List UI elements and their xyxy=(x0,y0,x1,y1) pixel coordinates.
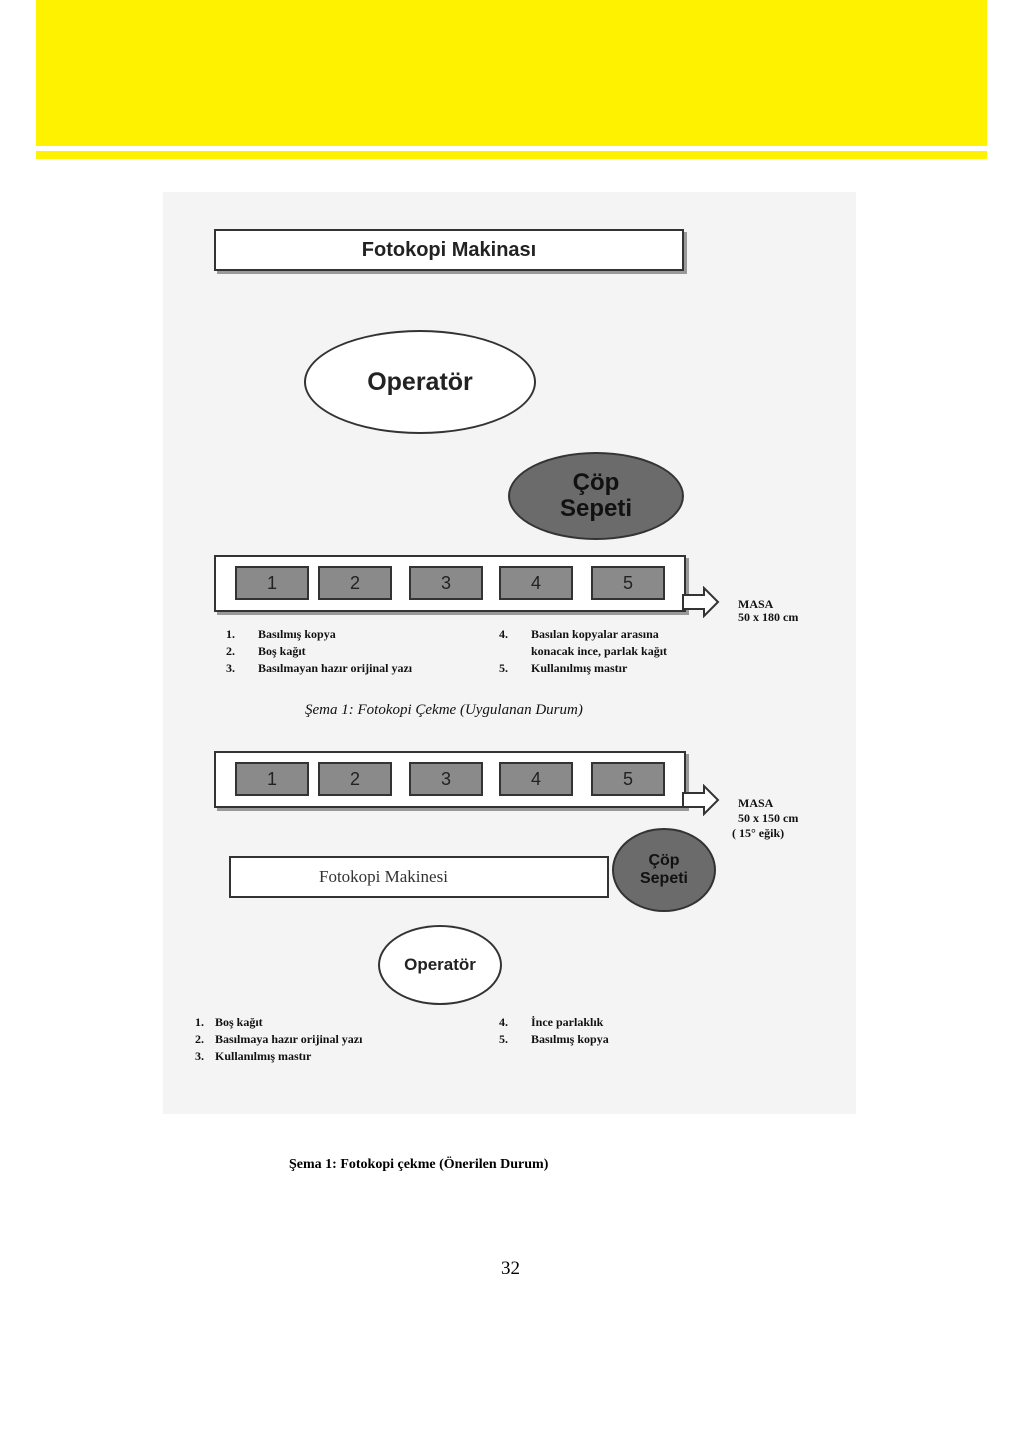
slot-bottom-2: 2 xyxy=(318,762,392,796)
legend-left-bottom: 1. Boş kağıt 2. Basılmaya hazır orijinal… xyxy=(195,1014,362,1065)
header-banner xyxy=(36,0,987,146)
legend-num: 3. xyxy=(226,661,235,675)
legend-text: Kullanılmış mastır xyxy=(531,661,628,675)
legend-num: 2. xyxy=(226,644,235,658)
legend-num xyxy=(499,643,531,660)
legend-text: Basılmış kopya xyxy=(531,1032,609,1046)
slot-top-4: 4 xyxy=(499,566,573,600)
slot-bottom-5: 5 xyxy=(591,762,665,796)
slot-bottom-3: 3 xyxy=(409,762,483,796)
trash-bin-label-line1: Çöp xyxy=(648,852,680,869)
operator-label-top: Operatör xyxy=(367,367,473,396)
table-size-bottom: 50 x 150 cm xyxy=(738,811,799,825)
legend-num: 2. xyxy=(195,1032,204,1046)
legend-num: 5. xyxy=(499,661,508,675)
legend-text: Basılmayan hazır orijinal yazı xyxy=(258,661,413,675)
operator-ellipse-top: Operatör xyxy=(304,330,536,434)
trash-bin-label-line1: Çöp xyxy=(572,469,620,496)
slot-top-5: 5 xyxy=(591,566,665,600)
table-info-bottom: MASA 50 x 150 cm ( 15° eğik) xyxy=(732,796,798,841)
trash-bin-top: Çöp Sepeti xyxy=(508,452,684,540)
legend-text: konacak ince, parlak kağıt xyxy=(531,644,668,658)
legend-item: 2. Basılmaya hazır orijinal yazı xyxy=(195,1031,362,1048)
header-stripe xyxy=(36,151,987,159)
legend-num: 4. xyxy=(499,1015,508,1029)
legend-item: 1. Boş kağıt xyxy=(195,1014,362,1031)
table-label-top: MASA xyxy=(738,597,774,611)
legend-num: 3. xyxy=(195,1049,204,1063)
legend-item: 5. Basılmış kopya xyxy=(499,1031,609,1048)
page-number: 32 xyxy=(501,1258,520,1279)
legend-text: Basılmış kopya xyxy=(258,627,336,641)
photocopier-box-bottom: Fotokopi Makinesi xyxy=(229,856,609,898)
legend-text: Boş kağıt xyxy=(258,644,306,658)
legend-right-top: 4. Basılan kopyalar arasına konacak ince… xyxy=(499,626,667,677)
legend-num: 5. xyxy=(499,1032,508,1046)
legend-left-top: 1. Basılmış kopya 2. Boş kağıt 3. Basılm… xyxy=(226,626,412,677)
legend-item: konacak ince, parlak kağıt xyxy=(499,643,667,660)
legend-text: Basılan kopyalar arasına xyxy=(531,627,659,641)
legend-item: 1. Basılmış kopya xyxy=(226,626,412,643)
legend-item: 5. Kullanılmış mastır xyxy=(499,660,667,677)
legend-num: 1. xyxy=(226,627,235,641)
photocopier-box-top: Fotokopi Makinası xyxy=(214,229,684,271)
photocopier-label-bottom: Fotokopi Makinesi xyxy=(319,867,448,886)
legend-text: Kullanılmış mastır xyxy=(215,1049,312,1063)
slot-top-2: 2 xyxy=(318,566,392,600)
figure-panel xyxy=(163,192,856,1114)
legend-item: 2. Boş kağıt xyxy=(226,643,412,660)
legend-item: 4. İnce parlaklık xyxy=(499,1014,609,1031)
trash-bin-bottom: Çöp Sepeti xyxy=(612,828,716,912)
table-size-top: 50 x 180 cm xyxy=(738,610,799,624)
legend-text: İnce parlaklık xyxy=(531,1015,604,1029)
slot-bottom-4: 4 xyxy=(499,762,573,796)
table-tilt-bottom: ( 15° eğik) xyxy=(732,826,785,840)
legend-text: Boş kağıt xyxy=(215,1015,263,1029)
legend-text: Basılmaya hazır orijinal yazı xyxy=(215,1032,363,1046)
legend-item: 3. Kullanılmış mastır xyxy=(195,1048,362,1065)
arrow-icon-top xyxy=(682,586,720,618)
slot-top-3: 3 xyxy=(409,566,483,600)
figure-caption: Şema 1: Fotokopi çekme (Önerilen Durum) xyxy=(289,1157,549,1172)
legend-item: 3. Basılmayan hazır orijinal yazı xyxy=(226,660,412,677)
trash-bin-label-line2: Sepeti xyxy=(639,870,688,887)
table-label-bottom: MASA xyxy=(738,796,774,810)
legend-item: 4. Basılan kopyalar arasına xyxy=(499,626,667,643)
legend-num: 4. xyxy=(499,627,508,641)
operator-ellipse-bottom: Operatör xyxy=(378,925,502,1005)
diagram-caption-top: Şema 1: Fotokopi Çekme (Uygulanan Durum) xyxy=(305,702,583,718)
legend-num: 1. xyxy=(195,1015,204,1029)
slot-top-1: 1 xyxy=(235,566,309,600)
operator-label-bottom: Operatör xyxy=(404,955,476,974)
table-info-top: MASA 50 x 180 cm xyxy=(738,598,798,624)
arrow-icon-bottom xyxy=(682,784,720,816)
photocopier-label-top: Fotokopi Makinası xyxy=(361,238,537,261)
legend-right-bottom: 4. İnce parlaklık 5. Basılmış kopya xyxy=(499,1014,609,1048)
slot-bottom-1: 1 xyxy=(235,762,309,796)
trash-bin-label-line2: Sepeti xyxy=(559,495,633,522)
